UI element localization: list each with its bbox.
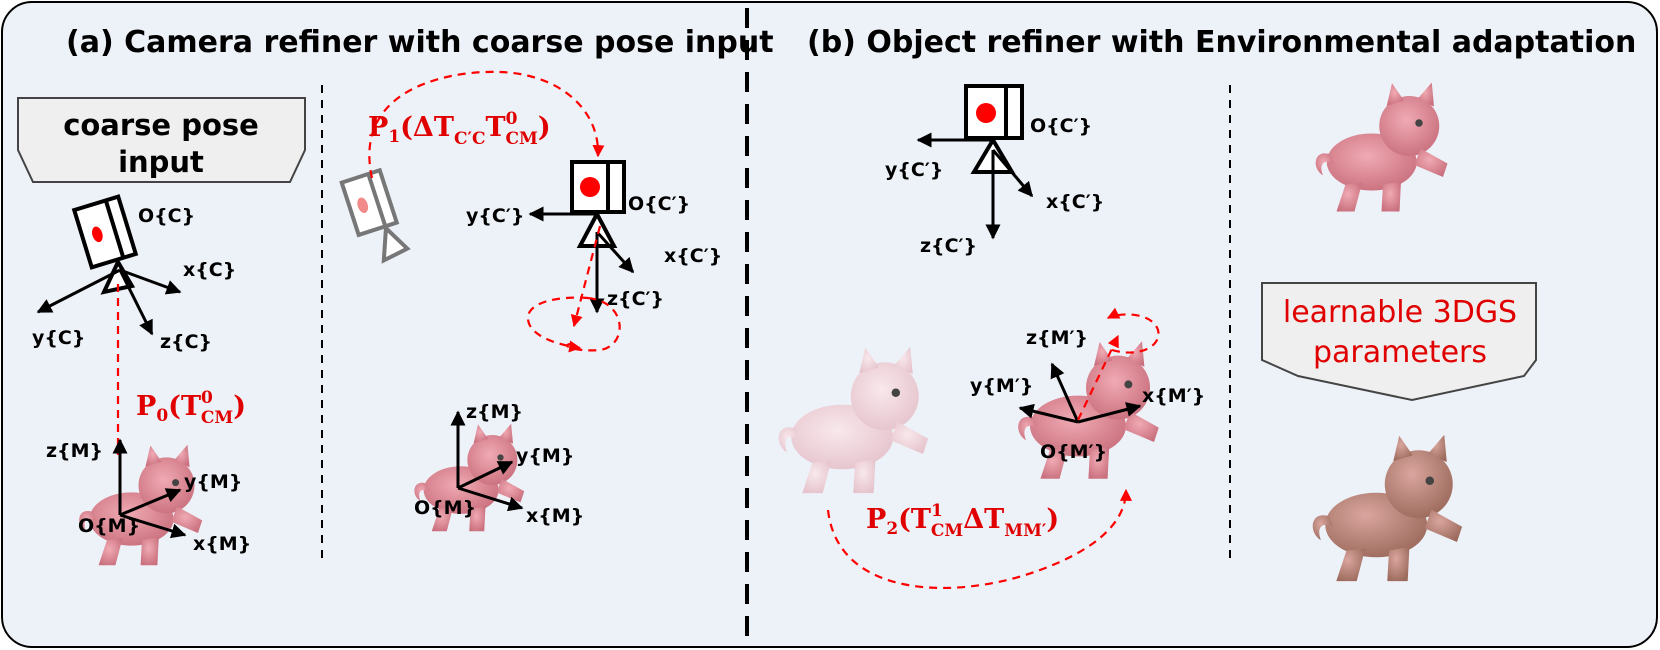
object-pose-dash bbox=[1077, 334, 1119, 421]
label-z-m-2: z{M} bbox=[466, 401, 523, 423]
label-z-c-prime-b: z{C′} bbox=[920, 235, 977, 257]
label-x-m-prime: x{M′} bbox=[1142, 385, 1205, 407]
panel-a-title: (a) Camera refiner with coarse pose inpu… bbox=[66, 25, 774, 60]
label-o-m: O{M} bbox=[78, 515, 140, 537]
coarse-pose-callout: coarse pose input bbox=[17, 97, 306, 183]
label-z-m-prime: z{M′} bbox=[1026, 327, 1088, 349]
refined-pose-dash bbox=[570, 225, 602, 328]
panel-b-title: (b) Object refiner with Environmental ad… bbox=[807, 25, 1636, 60]
callout-a-line1: coarse pose bbox=[63, 108, 259, 142]
refine-loop bbox=[526, 296, 621, 351]
camera-icon-c-prime-a bbox=[570, 160, 626, 248]
pose-p2-arc bbox=[826, 488, 1133, 589]
callout-b-line2: parameters bbox=[1313, 335, 1487, 370]
label-z-c: z{C} bbox=[160, 331, 212, 353]
label-o-m-prime: O{M′} bbox=[1040, 441, 1107, 463]
label-y-c-prime-a: y{C′} bbox=[466, 205, 524, 227]
label-x-m-2: x{M} bbox=[526, 505, 584, 527]
label-z-c-prime-a: z{C′} bbox=[607, 288, 664, 310]
label-o-c: O{C} bbox=[138, 205, 195, 227]
label-y-m: y{M} bbox=[184, 471, 242, 493]
label-o-m-2: O{M} bbox=[414, 497, 476, 519]
ghost-camera-icon bbox=[339, 167, 411, 264]
label-o-c-prime-b: O{C′} bbox=[1030, 115, 1092, 137]
camera-icon-c bbox=[71, 194, 139, 270]
label-z-m: z{M} bbox=[46, 440, 103, 462]
label-x-m: x{M} bbox=[193, 533, 251, 555]
learnable-3dgs-callout: learnable 3DGS parameters bbox=[1261, 282, 1537, 402]
object-refine-loop bbox=[1106, 307, 1160, 354]
label-y-c-prime-b: y{C′} bbox=[885, 159, 943, 181]
label-y-m-2: y{M} bbox=[516, 445, 574, 467]
label-o-c-prime-a: O{C′} bbox=[628, 193, 690, 215]
label-x-c: x{C} bbox=[183, 259, 236, 281]
camera-icon-c-prime-b bbox=[964, 84, 1024, 174]
label-y-c: y{C} bbox=[32, 327, 85, 349]
callout-b-line1: learnable 3DGS bbox=[1283, 295, 1517, 330]
pose-p1-arc bbox=[368, 70, 605, 179]
label-y-m-prime: y{M′} bbox=[970, 375, 1033, 397]
label-x-c-prime-a: x{C′} bbox=[664, 245, 722, 267]
callout-a-line2: input bbox=[118, 145, 204, 179]
label-x-c-prime-b: x{C′} bbox=[1046, 191, 1104, 213]
